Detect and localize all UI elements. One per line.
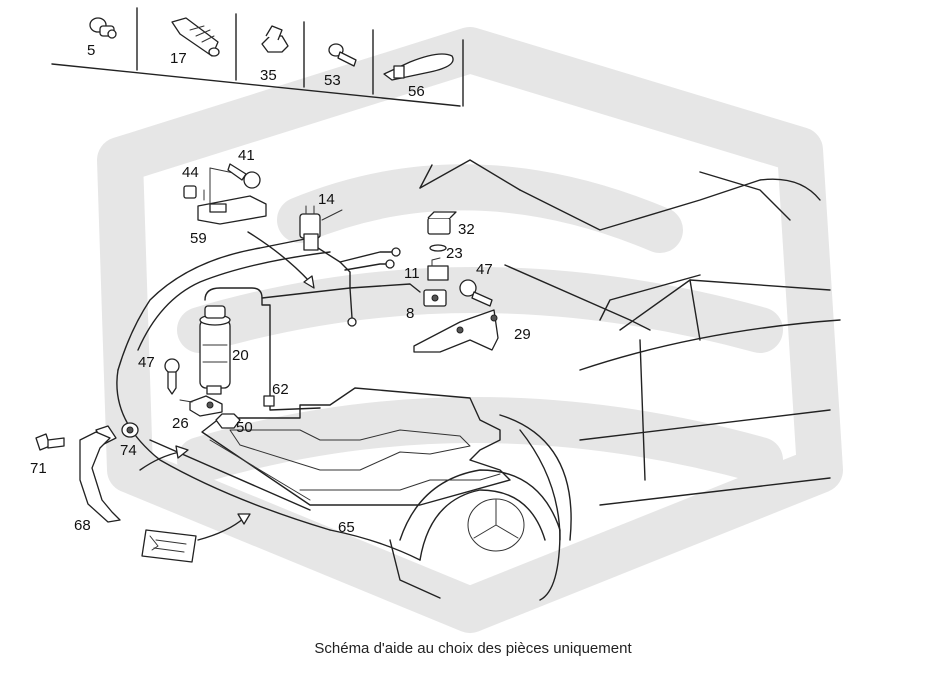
callout-62: 62	[272, 381, 289, 398]
fuel-filter	[199, 305, 231, 395]
callout-8: 8	[406, 305, 414, 322]
bracket-29	[413, 279, 499, 353]
callout-41: 41	[238, 147, 255, 164]
legend-label-35: 35	[260, 67, 277, 84]
legend-part-35-icon	[261, 25, 289, 53]
legend-label-53: 53	[324, 72, 341, 89]
bracket-59	[183, 163, 267, 225]
relay-group	[423, 211, 457, 307]
legend-part-56-icon	[383, 53, 454, 81]
warning-label-sticker	[141, 529, 197, 563]
legend-label-17: 17	[170, 50, 187, 67]
sensor-14	[299, 205, 343, 251]
callout-50: 50	[236, 419, 253, 436]
legend-strip: 5 17 35 53 56	[51, 7, 464, 107]
legend-part-5-icon	[89, 17, 117, 39]
legend-part-17-icon	[171, 17, 220, 57]
legend-label-56: 56	[408, 83, 425, 100]
callout-68: 68	[74, 517, 91, 534]
callout-74: 74	[120, 442, 137, 459]
callout-20: 20	[232, 347, 249, 364]
diagram-caption: Schéma d'aide au choix des pièces unique…	[314, 640, 632, 657]
callout-23: 23	[446, 245, 463, 262]
wiring-harness	[204, 247, 421, 411]
parts-diagram: 5 17 35 53 56	[30, 7, 843, 633]
callout-labels: 41 44 59 14 32 23 11 47 8 29 20 47 62 26…	[30, 147, 531, 536]
callout-32: 32	[458, 221, 475, 238]
callout-47-top: 47	[476, 261, 493, 278]
callout-29: 29	[514, 326, 531, 343]
callout-71: 71	[30, 460, 47, 477]
legend-part-53-icon	[328, 43, 357, 67]
callout-11: 11	[404, 265, 420, 282]
callout-59: 59	[190, 230, 207, 247]
strap-group	[35, 422, 139, 523]
callout-44: 44	[182, 164, 199, 181]
direction-arrows	[139, 231, 315, 541]
front-wheel	[389, 469, 561, 601]
callout-65: 65	[338, 519, 355, 536]
callout-14: 14	[318, 191, 335, 208]
legend-label-5: 5	[87, 42, 95, 59]
callout-47-left: 47	[138, 354, 155, 371]
mount-group-left	[164, 358, 241, 429]
callout-26: 26	[172, 415, 189, 432]
